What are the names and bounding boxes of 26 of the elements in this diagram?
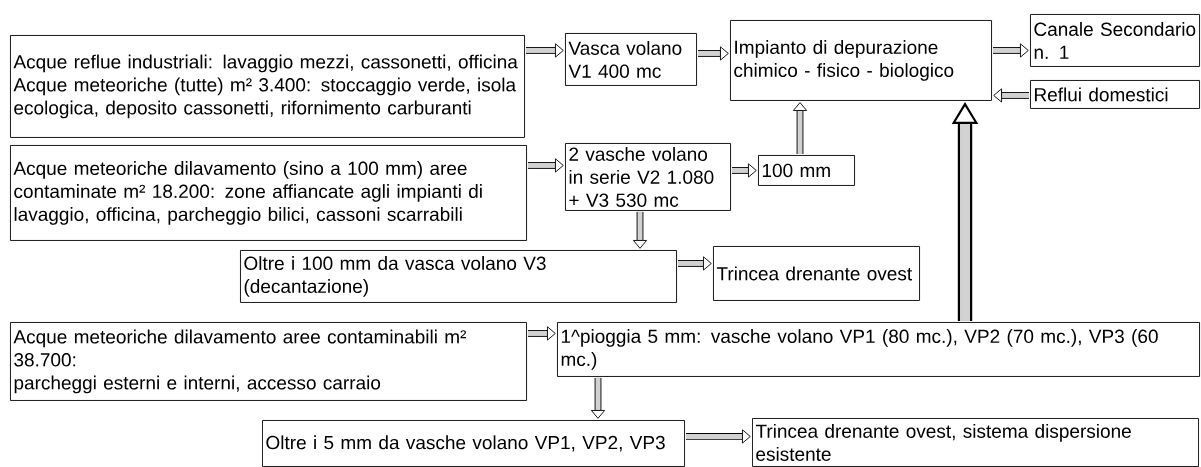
block-arrow [528, 158, 564, 173]
block-arrow [792, 102, 808, 154]
process-box: 2 vasche volano in serie V2 1.080 + V3 530 mc [565, 143, 731, 211]
block-arrow [678, 256, 712, 271]
process-box: Acque meteoriche dilavamento (sino a 100 mm) aree contaminate m² 18.200: zone affiancate agli impianti di lavaggio, officina, parcheggio bilici, cassoni scarrabili [10, 145, 527, 241]
process-box: 1^pioggia 5 mm: vasche volano VP1 (80 mc.), VP2 (70 mc.), VP3 (60 mc.) [557, 322, 1200, 377]
process-box: Reflui domestici [1030, 80, 1200, 109]
process-box: Oltre i 5 mm da vasche volano VP1, VP2, VP3 [262, 420, 685, 467]
block-arrow [732, 163, 757, 178]
block-arrow [698, 46, 729, 61]
block-arrow [528, 326, 556, 341]
process-box: Acque reflue industriali: lavaggio mezzi, cassonetti, officina Acque meteoriche (tutte) m² 3.400: stoccaggio verde, isola ecologica, deposito cassonetti, rifornimento carburanti [10, 35, 525, 138]
process-box: Impianto di depurazione chimico - fisico - biologico [730, 20, 992, 101]
block-arrow [993, 88, 1029, 103]
block-arrow [590, 377, 606, 419]
process-box: Trincea drenante ovest [713, 246, 920, 301]
block-arrow [526, 43, 564, 58]
process-box: 100 mm [758, 155, 855, 186]
process-box: Vasca volano V1 400 mc [565, 33, 697, 86]
process-box: Oltre i 100 mm da vasca volano V3 (decantazione) [240, 250, 677, 303]
block-arrow [632, 211, 648, 249]
process-box: Trincea drenante ovest, sistema dispersione esistente [752, 418, 1199, 467]
block-arrow [686, 429, 751, 444]
process-box: Canale Secondario n. 1 [1030, 14, 1200, 67]
block-arrow [993, 43, 1029, 58]
process-box: Acque meteoriche dilavamento aree contaminabili m² 38.700: parcheggi esterni e interni, accesso carraio [10, 322, 527, 401]
